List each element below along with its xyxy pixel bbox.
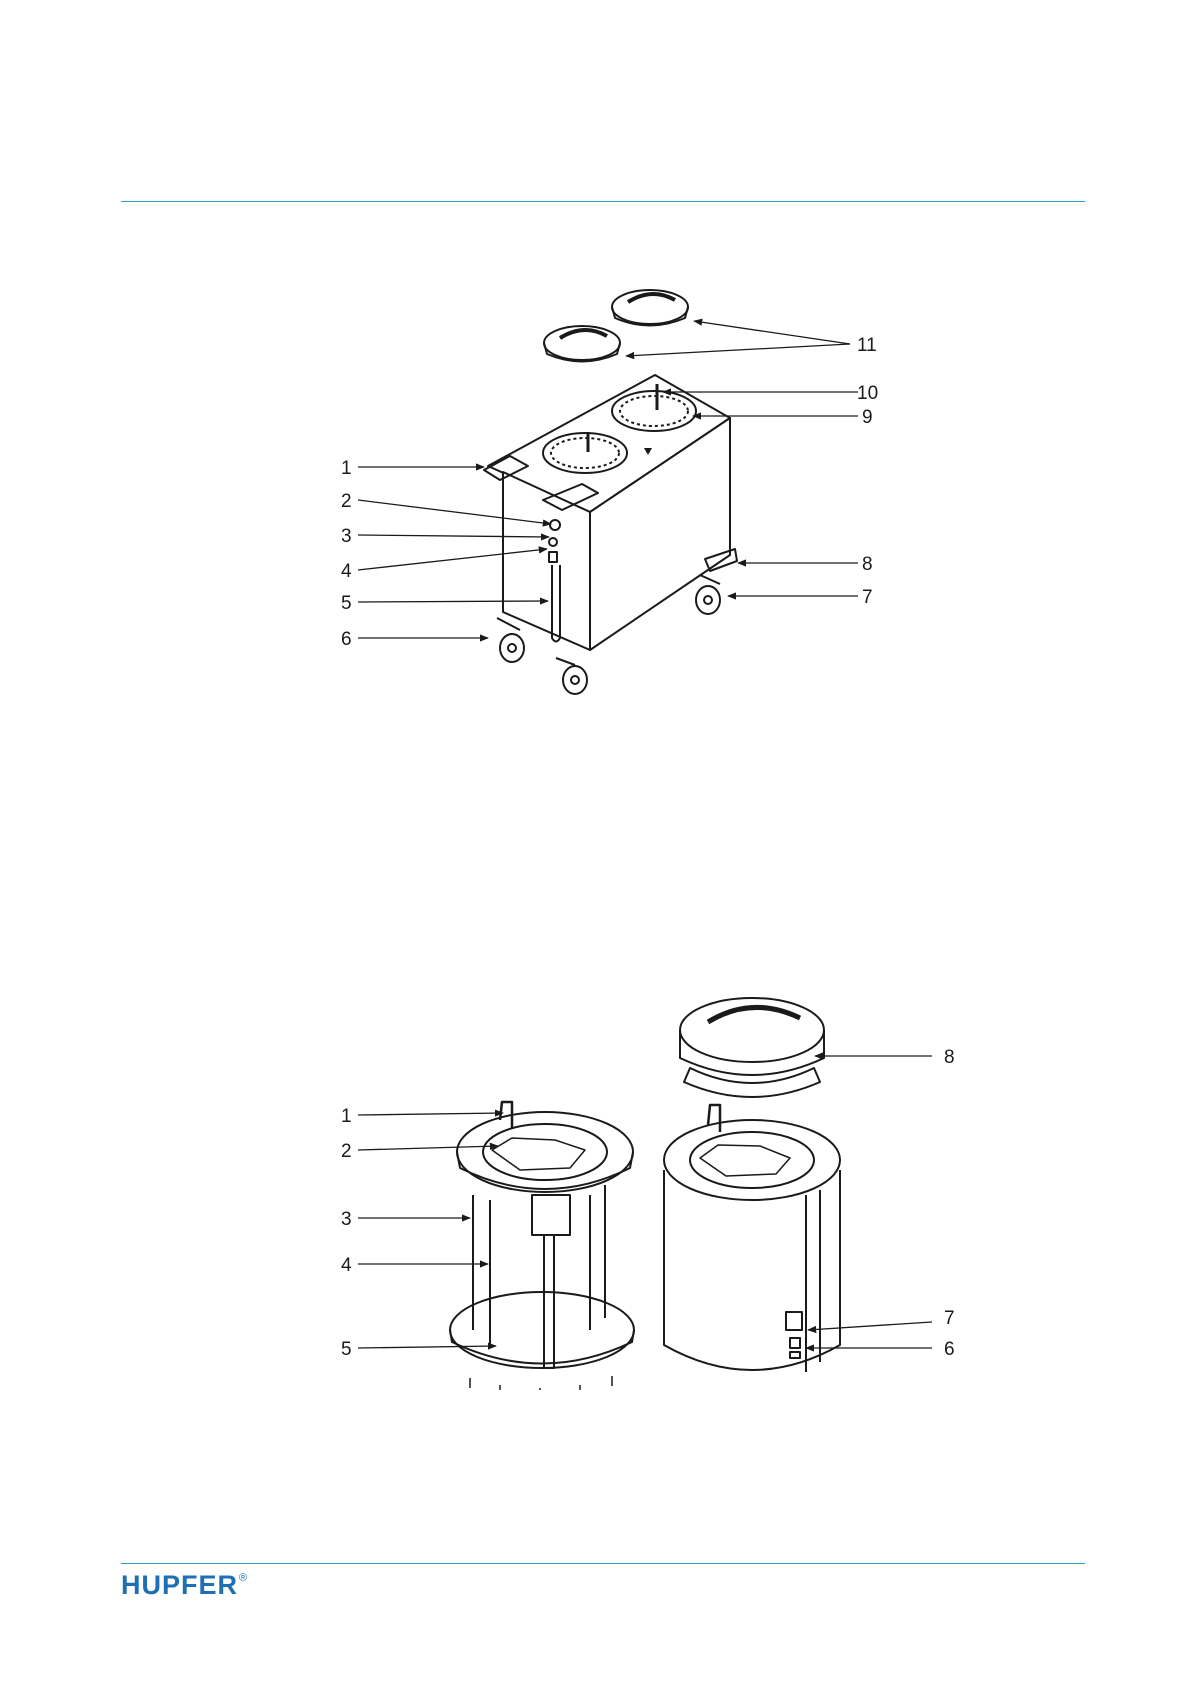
callout-label: 7	[944, 1308, 955, 1329]
callout-label: 6	[944, 1339, 955, 1360]
callout-label: 3	[341, 1209, 352, 1230]
header-rule	[121, 201, 1085, 202]
lid-icon	[544, 326, 620, 362]
callout-label: 3	[341, 526, 352, 547]
logo-text: HUPFER	[121, 1570, 238, 1600]
lid-icon	[612, 290, 688, 326]
callout-label: 2	[341, 1141, 352, 1162]
caster-icon	[696, 575, 720, 614]
figure-drop-in-unit: 1 2 3 4 5 6 7 8	[0, 970, 1192, 1390]
callout-label: 4	[341, 1255, 352, 1276]
callout-label: 11	[857, 335, 877, 356]
figure-trolley: 1 2 3 4 5 6 7 8 9 10 11	[0, 260, 1192, 700]
callout-label: 8	[862, 554, 873, 575]
caster-icon	[497, 618, 524, 662]
callout-label: 4	[341, 561, 352, 582]
callout-label: 10	[857, 383, 878, 404]
callout-label: 1	[341, 1106, 352, 1127]
callout-label: 6	[341, 629, 352, 650]
callout-label: 2	[341, 491, 352, 512]
footer-rule	[121, 1563, 1085, 1564]
callout-label: 9	[862, 407, 873, 428]
callout-label: 1	[341, 458, 352, 479]
caster-icon	[556, 658, 587, 694]
lid-icon	[680, 998, 824, 1097]
callout-label: 7	[862, 587, 873, 608]
hupfer-logo: HUPFER®	[121, 1570, 248, 1601]
callout-label: 5	[341, 1339, 352, 1360]
callout-label: 5	[341, 593, 352, 614]
registered-mark: ®	[239, 1572, 248, 1584]
callout-label: 8	[944, 1047, 955, 1068]
